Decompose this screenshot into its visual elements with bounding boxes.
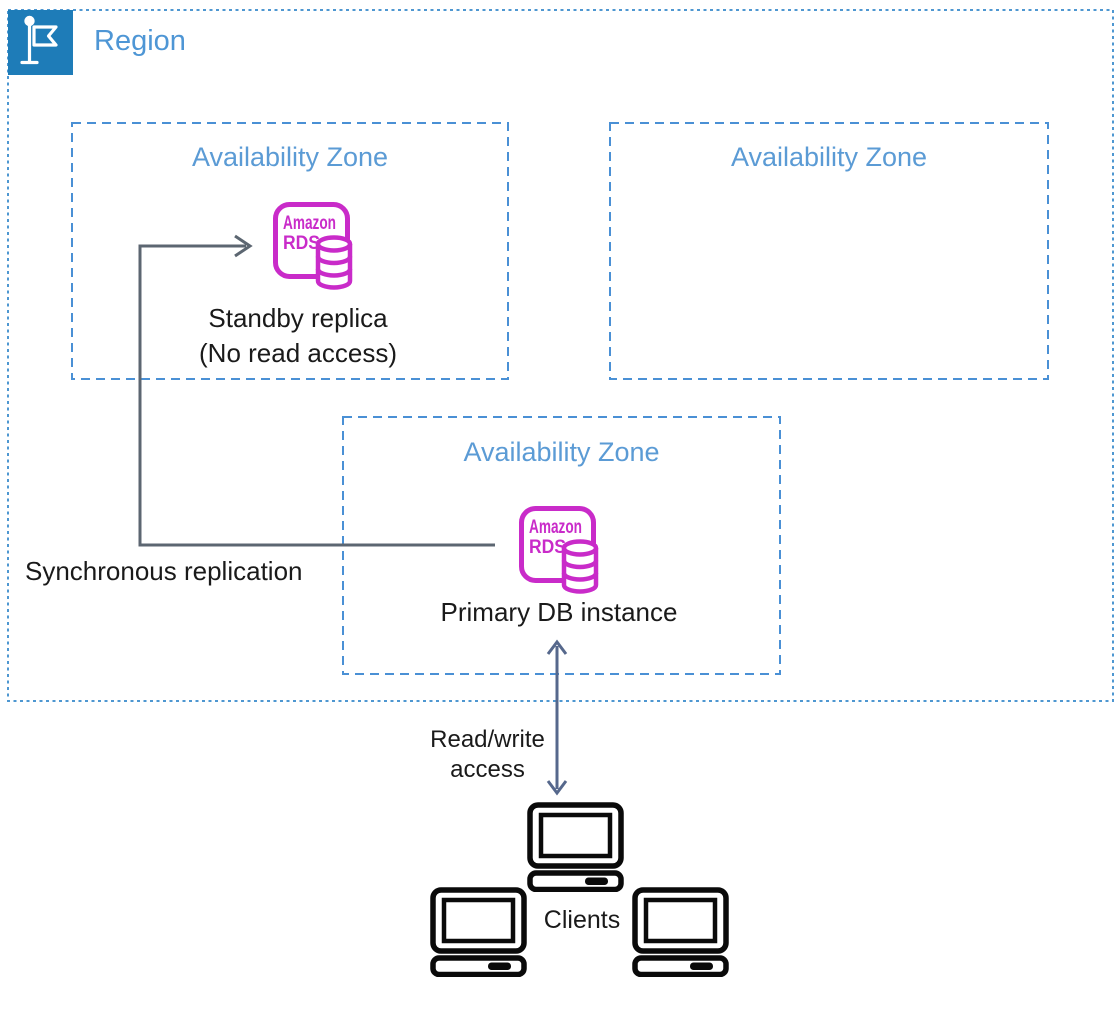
rds-icon-title: Amazon [529, 517, 582, 538]
availability-zone-box-1 [71, 122, 509, 380]
sync-replication-arrow-line [138, 244, 495, 547]
availability-zone-box-2 [609, 122, 1049, 380]
client-computer-glyph-icon [632, 887, 729, 978]
sync-replication-arrow [138, 234, 495, 547]
database-cylinder-ring [561, 572, 599, 582]
read-write-access-label-line1: Read/write [430, 726, 545, 753]
database-cylinder-ring [315, 268, 353, 278]
synchronous-replication-label: Synchronous replication [25, 556, 303, 586]
read-write-arrowhead-down-icon [546, 780, 568, 796]
client-computer-icon-left [430, 887, 527, 978]
availability-zone-box-3 [342, 416, 781, 675]
amazon-rds-primary-icon: Amazon RDS [517, 504, 609, 596]
computer-base [632, 955, 729, 978]
database-cylinder-ring [315, 255, 353, 266]
computer-base-slot [585, 877, 608, 885]
client-computer-glyph-icon [430, 887, 527, 978]
amazon-rds-primary-glyph-icon: Amazon RDS [519, 506, 599, 594]
availability-zone-label-1: Availability Zone [191, 142, 389, 172]
standby-replica-label-line1: Standby replica [208, 303, 388, 333]
client-computer-glyph-icon [527, 802, 624, 893]
read-write-arrow [546, 639, 568, 796]
client-computer-icon-top [527, 802, 624, 893]
amazon-rds-standby-glyph-icon: Amazon RDS [273, 202, 353, 290]
client-computer-icon-right [632, 887, 729, 978]
clients-label: Clients [543, 906, 621, 934]
computer-base [430, 955, 527, 978]
monitor-screen [643, 897, 718, 944]
read-write-arrowhead-up-icon [546, 639, 568, 655]
computer-base [527, 870, 624, 893]
rds-icon-subtitle: RDS [529, 537, 566, 558]
primary-db-instance-label: Primary DB instance [440, 597, 678, 627]
availability-zone-label-2: Availability Zone [730, 142, 928, 172]
monitor-screen [441, 897, 516, 944]
rds-icon-title: Amazon [283, 213, 336, 234]
rds-icon-subtitle: RDS [283, 233, 320, 254]
region-box [7, 9, 1114, 702]
availability-zone-label-3: Availability Zone [463, 437, 660, 467]
read-write-access-label-line2: access [450, 756, 525, 783]
sync-replication-arrowhead-icon [234, 234, 253, 258]
computer-base-slot [488, 962, 511, 970]
flag-glyph-icon [20, 15, 58, 65]
database-cylinder-top [561, 539, 599, 557]
database-cylinder-top [315, 235, 353, 253]
standby-replica-label-line2: (No read access) [199, 338, 397, 368]
amazon-rds-standby-icon: Amazon RDS [271, 200, 363, 292]
region-label: Region [94, 25, 186, 57]
database-cylinder-ring [561, 559, 599, 570]
region-flag-icon [8, 10, 73, 75]
computer-base-slot [690, 962, 713, 970]
read-write-access-label: Read/write access [405, 725, 570, 785]
standby-replica-label: Standby replica (No read access) [148, 301, 448, 371]
monitor-screen [538, 812, 613, 859]
